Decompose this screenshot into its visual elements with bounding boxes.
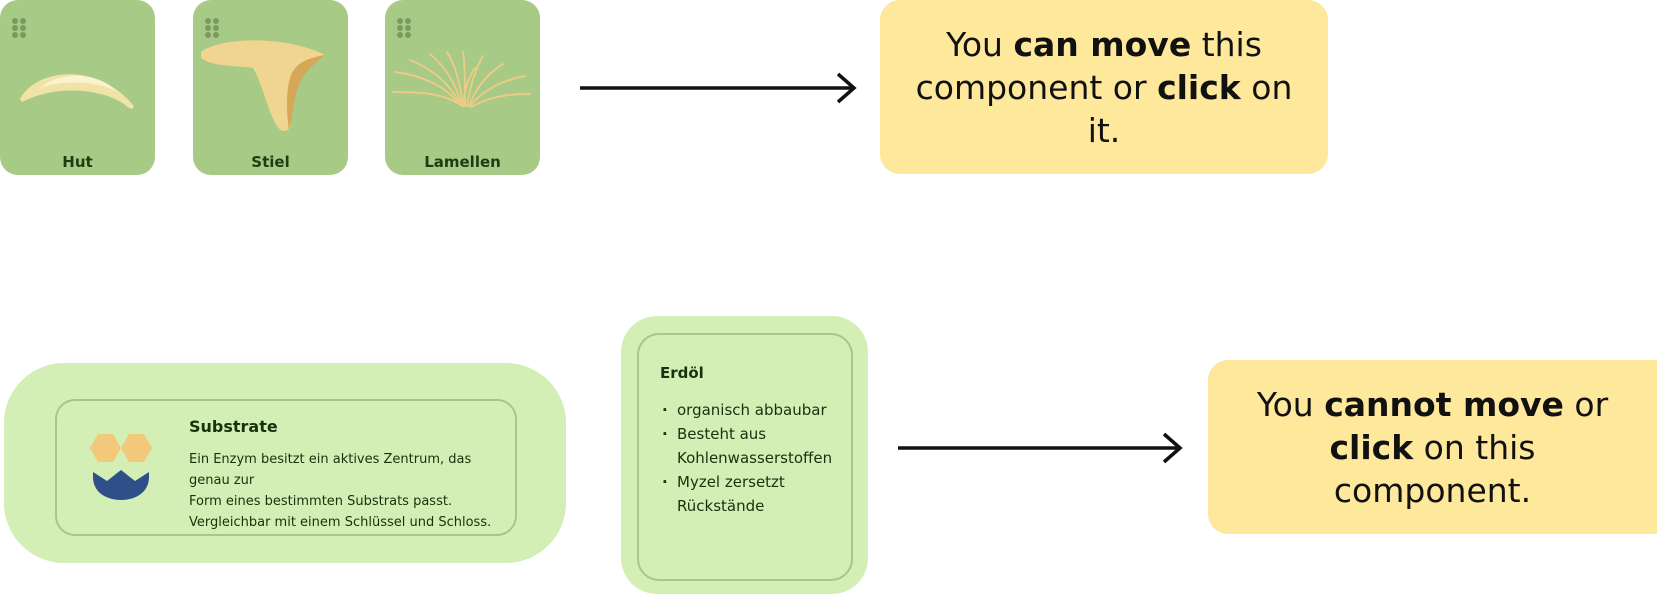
list-item: Besteht aus Kohlenwasserstoffen [660,422,835,470]
substrate-lock-key-icon [90,434,152,500]
tile-hut[interactable]: Hut [0,0,155,175]
erdoel-card: Erdöl organisch abbaubar Besteht aus Koh… [637,333,853,581]
substrate-card: Substrate Ein Enzym besitzt ein aktives … [55,399,517,536]
mushroom-gills-icon [392,51,531,108]
arrow-right-icon [898,432,1183,464]
drag-handle-icon[interactable] [204,17,220,39]
mushroom-stem-icon [201,40,325,131]
substrate-title: Substrate [189,417,278,436]
substrate-description: Ein Enzym besitzt ein aktives Zentrum, d… [189,452,492,530]
tile-lamellen[interactable]: Lamellen [385,0,540,175]
callout-static: You cannot move or click on this compone… [1208,360,1657,534]
drag-handle-icon[interactable] [11,17,27,39]
erdoel-title: Erdöl [660,364,704,382]
mushroom-cap-icon [20,74,134,109]
drag-handle-icon[interactable] [396,17,412,39]
callout-text: You cannot move or click on this compone… [1256,384,1609,510]
arrow-right-icon [580,72,857,104]
callout-interactive: You can move this component or click on … [880,0,1328,174]
list-item: Myzel zersetzt Rückstände [660,470,835,518]
callout-text: You can move this component or click on … [915,24,1293,150]
list-item: organisch abbaubar [660,398,835,422]
erdoel-list: organisch abbaubar Besteht aus Kohlenwas… [660,398,835,518]
tile-label: Lamellen [424,153,501,171]
tile-label: Stiel [251,153,290,171]
tile-stiel[interactable]: Stiel [193,0,348,175]
tile-label: Hut [62,153,93,171]
